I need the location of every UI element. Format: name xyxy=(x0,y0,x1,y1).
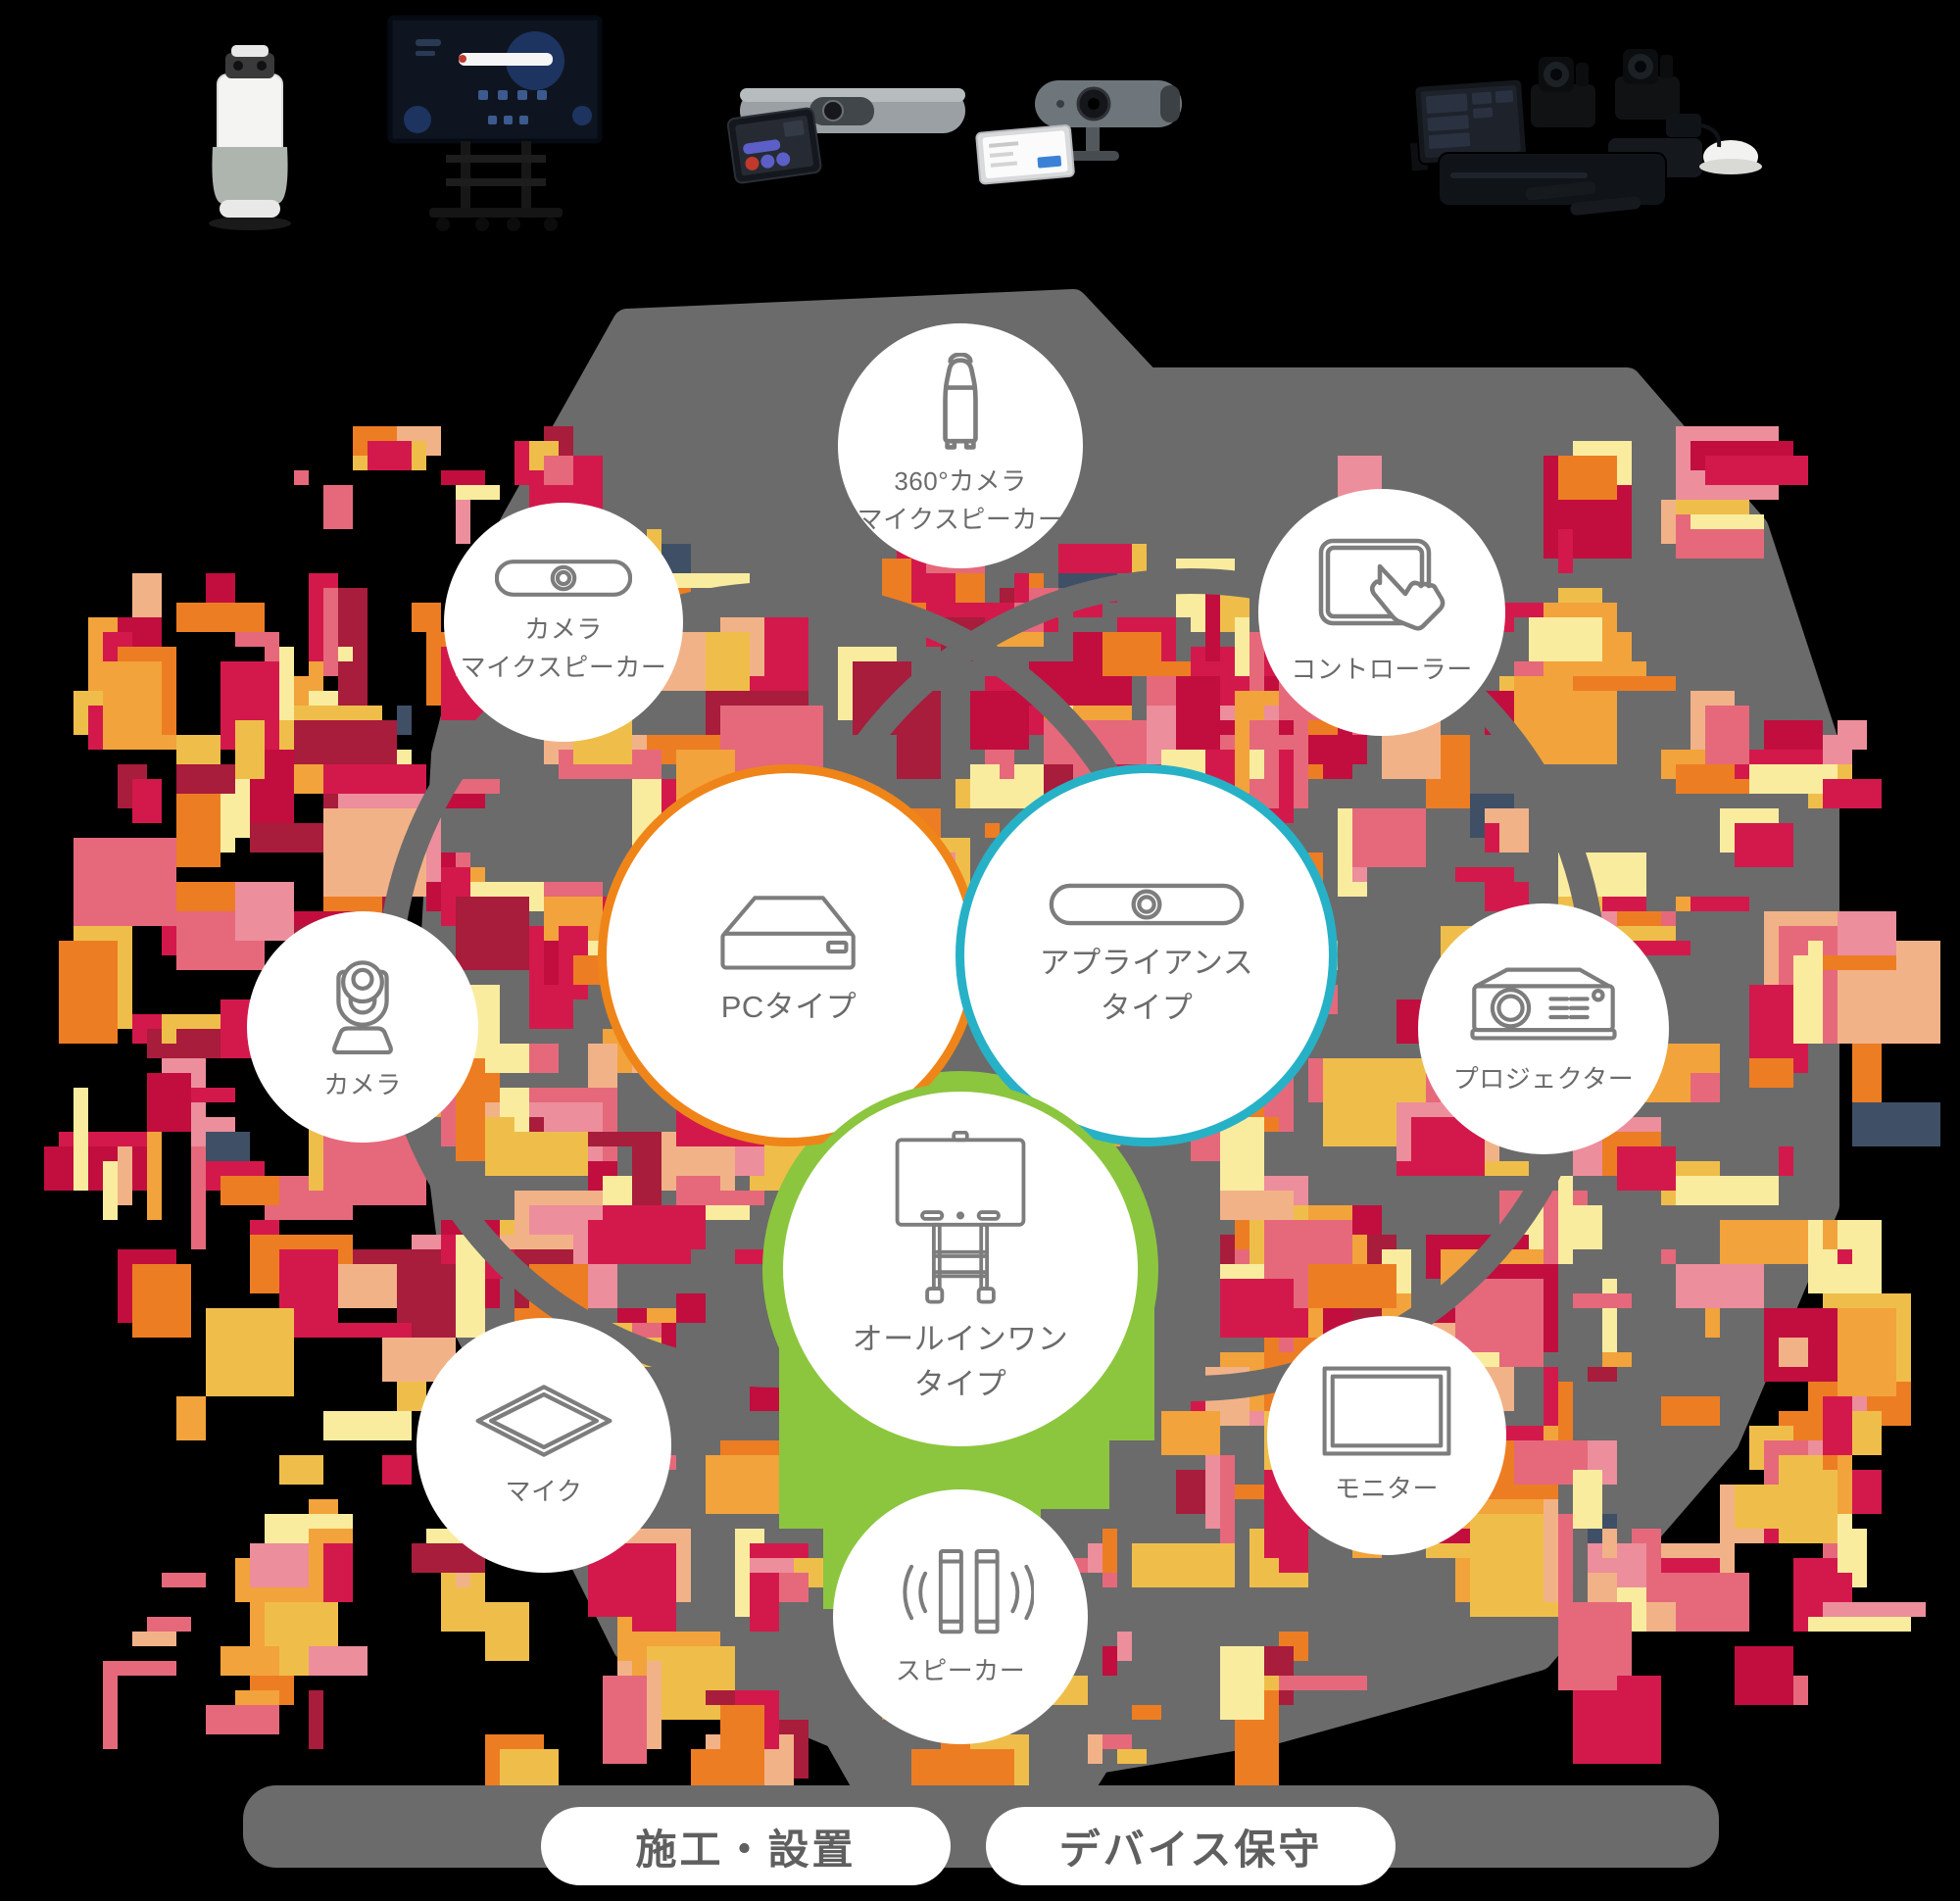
node-label: 360°カメラ マイクスピーカー xyxy=(857,466,1064,534)
node-mic: マイク xyxy=(416,1318,671,1573)
node-label: オールインワン タイプ xyxy=(852,1321,1069,1402)
node-monitor: モニター xyxy=(1267,1316,1506,1555)
display-cart-icon xyxy=(895,1130,1026,1304)
node-label: スピーカー xyxy=(895,1655,1026,1685)
node-projector: プロジェクター xyxy=(1418,903,1669,1154)
ptz-camera-icon xyxy=(332,959,393,1054)
product-photo-room-kit xyxy=(1410,49,1762,216)
node-camera: カメラ xyxy=(247,911,478,1143)
node-label: プロジェクター xyxy=(1452,1063,1635,1094)
node-appliance-type: アプライアンス タイプ xyxy=(956,764,1338,1146)
speaker-icon xyxy=(903,1548,1034,1633)
pc-box-icon xyxy=(720,896,856,970)
monitor-icon xyxy=(1322,1365,1451,1456)
bottom-service-band xyxy=(243,1785,1719,1868)
service-pill-device-maintenance: デバイス保守 xyxy=(986,1807,1396,1885)
video-bar-icon xyxy=(495,560,632,597)
product-photo-360-speakerphone xyxy=(209,45,291,230)
service-pill-installation: 施工・設置 xyxy=(541,1807,951,1885)
node-label: カメラ xyxy=(323,1069,402,1099)
node-label: コントローラー xyxy=(1291,654,1473,684)
node-speaker: スピーカー xyxy=(833,1489,1088,1744)
video-bar-icon xyxy=(1049,883,1245,925)
product-photo-strip xyxy=(209,15,1762,231)
product-photo-videobar-controller xyxy=(726,88,965,184)
node-360-camera-mic-speaker: 360°カメラ マイクスピーカー xyxy=(838,323,1083,568)
node-label: モニター xyxy=(1334,1473,1439,1503)
node-label: アプライアンス タイプ xyxy=(1039,945,1254,1026)
node-label: PCタイプ xyxy=(720,990,858,1025)
node-camera-mic-speaker: カメラ マイクスピーカー xyxy=(444,503,683,742)
node-label: マイク xyxy=(505,1476,583,1506)
product-photo-videobar-touchpad xyxy=(975,80,1182,185)
ptz-camera-photo xyxy=(1531,57,1595,127)
product-photo-display-stand xyxy=(387,15,603,231)
360-camera-icon xyxy=(943,353,978,450)
projector-icon xyxy=(1470,967,1617,1041)
node-label: カメラ マイクスピーカー xyxy=(460,614,667,682)
ceiling-mic-icon xyxy=(475,1384,612,1457)
node-controller: コントローラー xyxy=(1258,489,1505,736)
touch-controller-icon xyxy=(1318,538,1446,631)
node-all-in-one-type: オールインワン タイプ xyxy=(774,1083,1147,1455)
ptz-camera-photo xyxy=(1615,49,1680,120)
